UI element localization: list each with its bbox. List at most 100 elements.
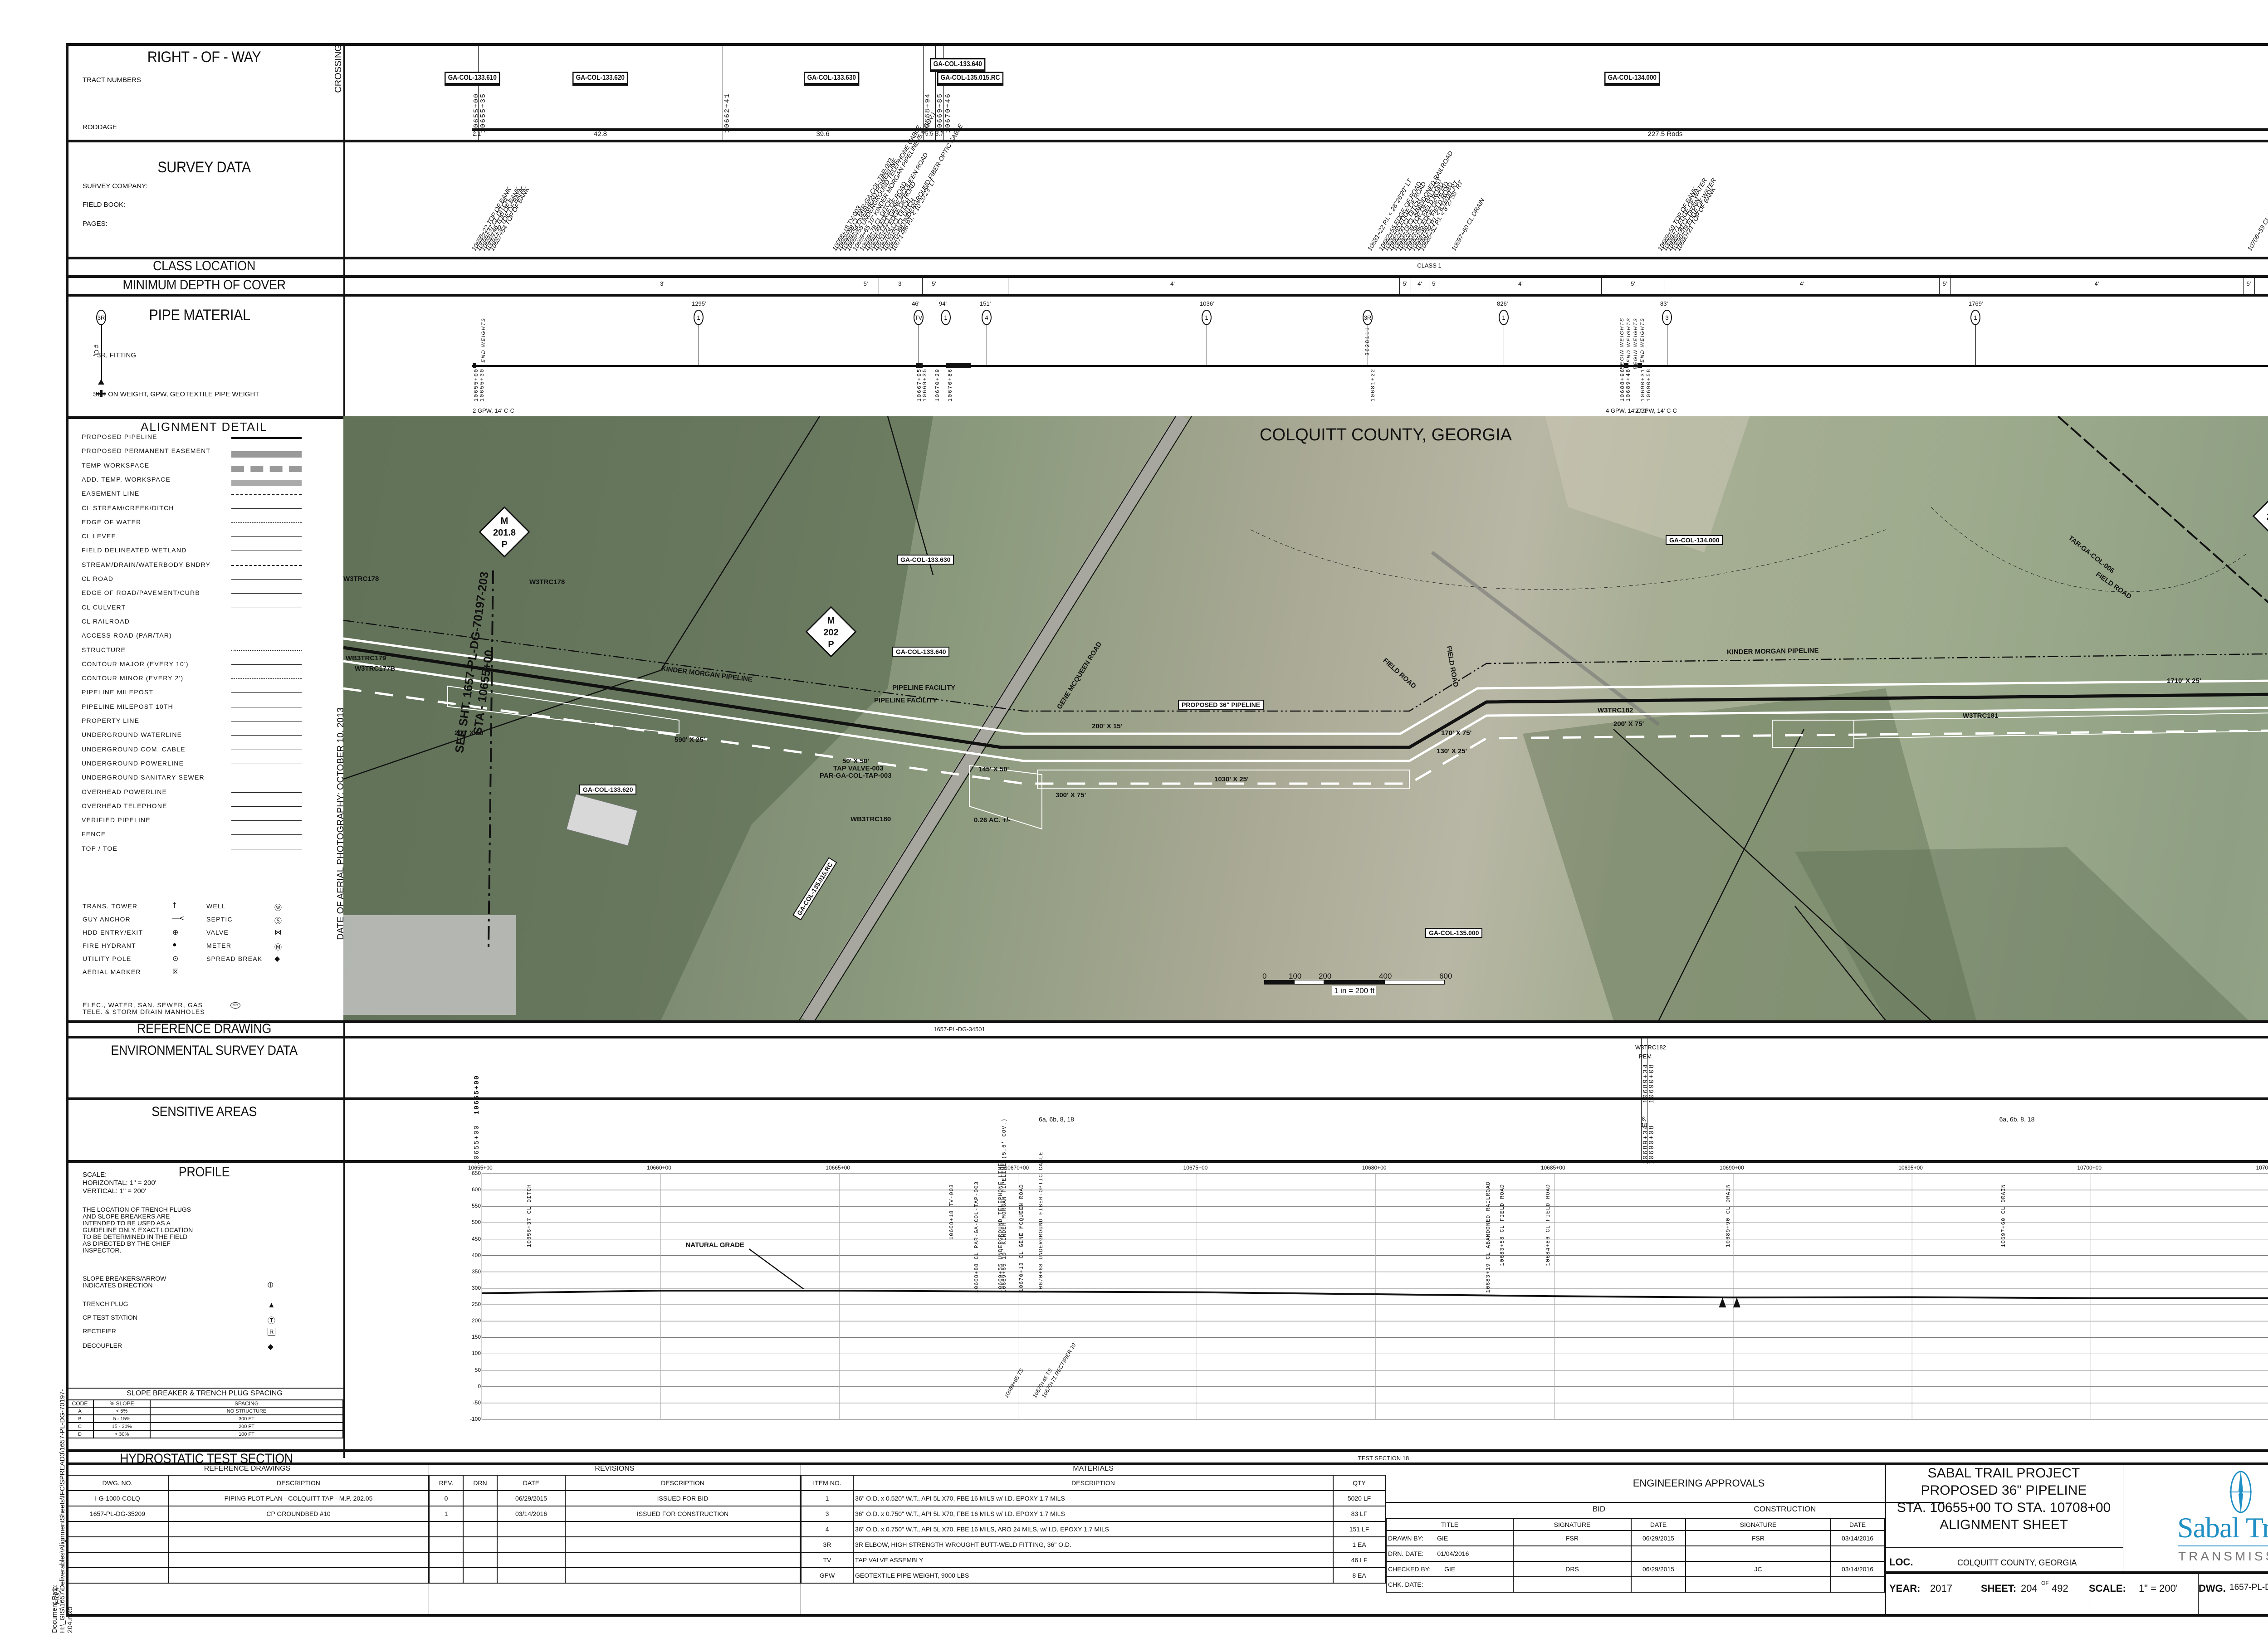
logo-sub: TRANSMISSION [2178,1549,2268,1563]
roddage-label: RODDAGE [83,123,117,131]
pipe-id-bubble[interactable]: 1 [1970,310,1980,325]
col-header: ITEM NO. [801,1475,854,1491]
y-tick: 150 [471,1334,481,1341]
col-header: TITLE [1386,1518,1514,1531]
loc-label: LOC. [1889,1556,1913,1568]
workspace-dim: 300' X 75' [1056,791,1086,799]
legend-label: CL CULVERT [82,603,126,611]
sensitive-station: 10655+00 [473,1125,481,1165]
pole-icon: ⊙ [172,955,179,963]
tract-label[interactable]: GA-COL-134.000 [1604,72,1660,86]
legend-line-symbol [231,678,302,679]
legend-line-symbol [231,664,302,665]
table-cell: 36" O.D. x 0.750" W.T., API 5L X70, FBE … [853,1506,1334,1522]
legend-label: FENCE [82,830,106,838]
tract-label[interactable]: GA-COL-133.630 [804,72,860,86]
pipe-id-bubble[interactable]: 1 [1499,310,1509,325]
pipe-station: 10690+58 [1646,368,1652,402]
wetland-label: WB3TRC180 [850,815,891,823]
map-tract-label[interactable]: GA-COL-135.000 [1425,928,1483,938]
tract-label[interactable]: GA-COL-133.620 [572,72,628,86]
cover-depth-value: 4' [2094,280,2099,287]
legend-id-bubble: 3R [96,310,106,325]
facility-label: PIPELINE FACILITY [874,697,938,704]
y-tick: 500 [471,1219,481,1226]
y-tick: 350 [471,1268,481,1275]
map-tract-label[interactable]: GA-COL-133.630 [897,555,954,565]
x-tick: 10660+00 [647,1165,671,1171]
weight-note: END WEIGHTS [1640,317,1645,363]
map-tract-label[interactable]: GA-COL-133.640 [892,647,950,657]
reference-drawings-title: REFERENCE DRAWINGS [204,1465,291,1472]
pipe-code: 3628111 [1364,327,1371,356]
trench-plug-icon: ▲ [268,1301,275,1309]
pipe-id-bubble[interactable]: TV [914,310,924,325]
loc-value: COLQUITT COUNTY, GEORGIA [1957,1558,2077,1567]
y-tick: 300 [471,1284,481,1291]
proposed-pipeline-label: PROPOSED 36" PIPELINE [1178,700,1264,710]
pipe-id-bubble[interactable]: 4 [982,310,992,325]
sensitive-station: 10690+08 [1648,1125,1656,1165]
title-line-1: SABAL TRAIL PROJECT [1927,1466,2080,1481]
tap-valve-label: 50' X 50' [842,757,869,765]
approvals-title: ENGINEERING APPROVALS [1633,1477,1765,1489]
tract-label[interactable]: GA-COL-135.015.RC [937,72,1004,86]
table-cell [497,1567,566,1584]
cover-depth-value: 5' [932,280,936,287]
col-header: DRN [463,1475,498,1491]
legend-label: CONTOUR MINOR (EVERY 2') [82,674,184,682]
acreage-label: 0.26 AC. +/- [974,816,1011,824]
symbol-label: VALVE [206,929,229,936]
pipe-id-bubble[interactable]: 3R [1363,310,1373,325]
approval-cell: 06/29/2015 [1631,1530,1686,1546]
legend-label: CL RAILROAD [82,617,130,625]
sheet-value: 204 [2021,1583,2038,1594]
dwg-value: 1657-PL-DG-70197-204 [2229,1583,2268,1592]
year-label: YEAR: [1889,1583,1921,1594]
approval-cell [1631,1545,1686,1562]
y-tick: 100 [471,1350,481,1357]
pipe-id-bubble[interactable]: 1 [1202,310,1212,325]
y-tick: 200 [471,1317,481,1324]
title-block: SABAL TRAIL PROJECT PROPOSED 36" PIPELIN… [1885,1465,2123,1534]
legend-line-symbol [231,437,302,439]
roddage-value: 5.5 [925,130,934,137]
pipe-id-bubble[interactable]: 1 [694,310,704,325]
profile-legend-label: TRENCH PLUG [83,1300,128,1307]
survey-company-label: SURVEY COMPANY: [83,182,148,190]
y-tick: -50 [473,1399,481,1406]
symbol-label: TRANS. TOWER [83,902,138,910]
pipe-station: 10689+48 [1625,368,1632,402]
table-cell [429,1521,464,1537]
tract-label[interactable]: GA-COL-133.610 [445,72,500,86]
natural-grade-label: NATURAL GRADE [685,1241,744,1249]
roddage-value: 42.8 [593,130,607,138]
pipe-id-bubble[interactable]: 1 [941,310,951,325]
table-cell: 1 [429,1506,464,1522]
profile-annotation: 10683+58 CL FIELD ROAD [1499,1184,1505,1266]
fitting-legend-text: - 3R, FITTING [93,351,136,359]
table-cell: 03/14/2016 [497,1506,566,1522]
map-tract-label[interactable]: GA-COL-134.000 [1666,535,1723,545]
tract-label[interactable]: GA-COL-133.640 [930,58,986,72]
map-tract-label[interactable]: GA-COL-133.620 [579,785,637,795]
legend-label: EASEMENT LINE [82,490,140,497]
class-location-value: CLASS 1 [1417,262,1442,269]
wetland-label: WB3TRC179 [346,654,386,662]
year-value: 2017 [1930,1583,1952,1594]
legend-line-symbol [231,479,302,486]
table-cell [463,1521,498,1537]
legend-label: EDGE OF WATER [82,518,142,526]
pipe-id-bubble[interactable]: 3 [1662,310,1672,325]
table-cell: TAP VALVE ASSEMBLY [853,1552,1334,1568]
table-cell: 4 [801,1521,854,1537]
roddage-value: 2.1 [473,130,481,137]
